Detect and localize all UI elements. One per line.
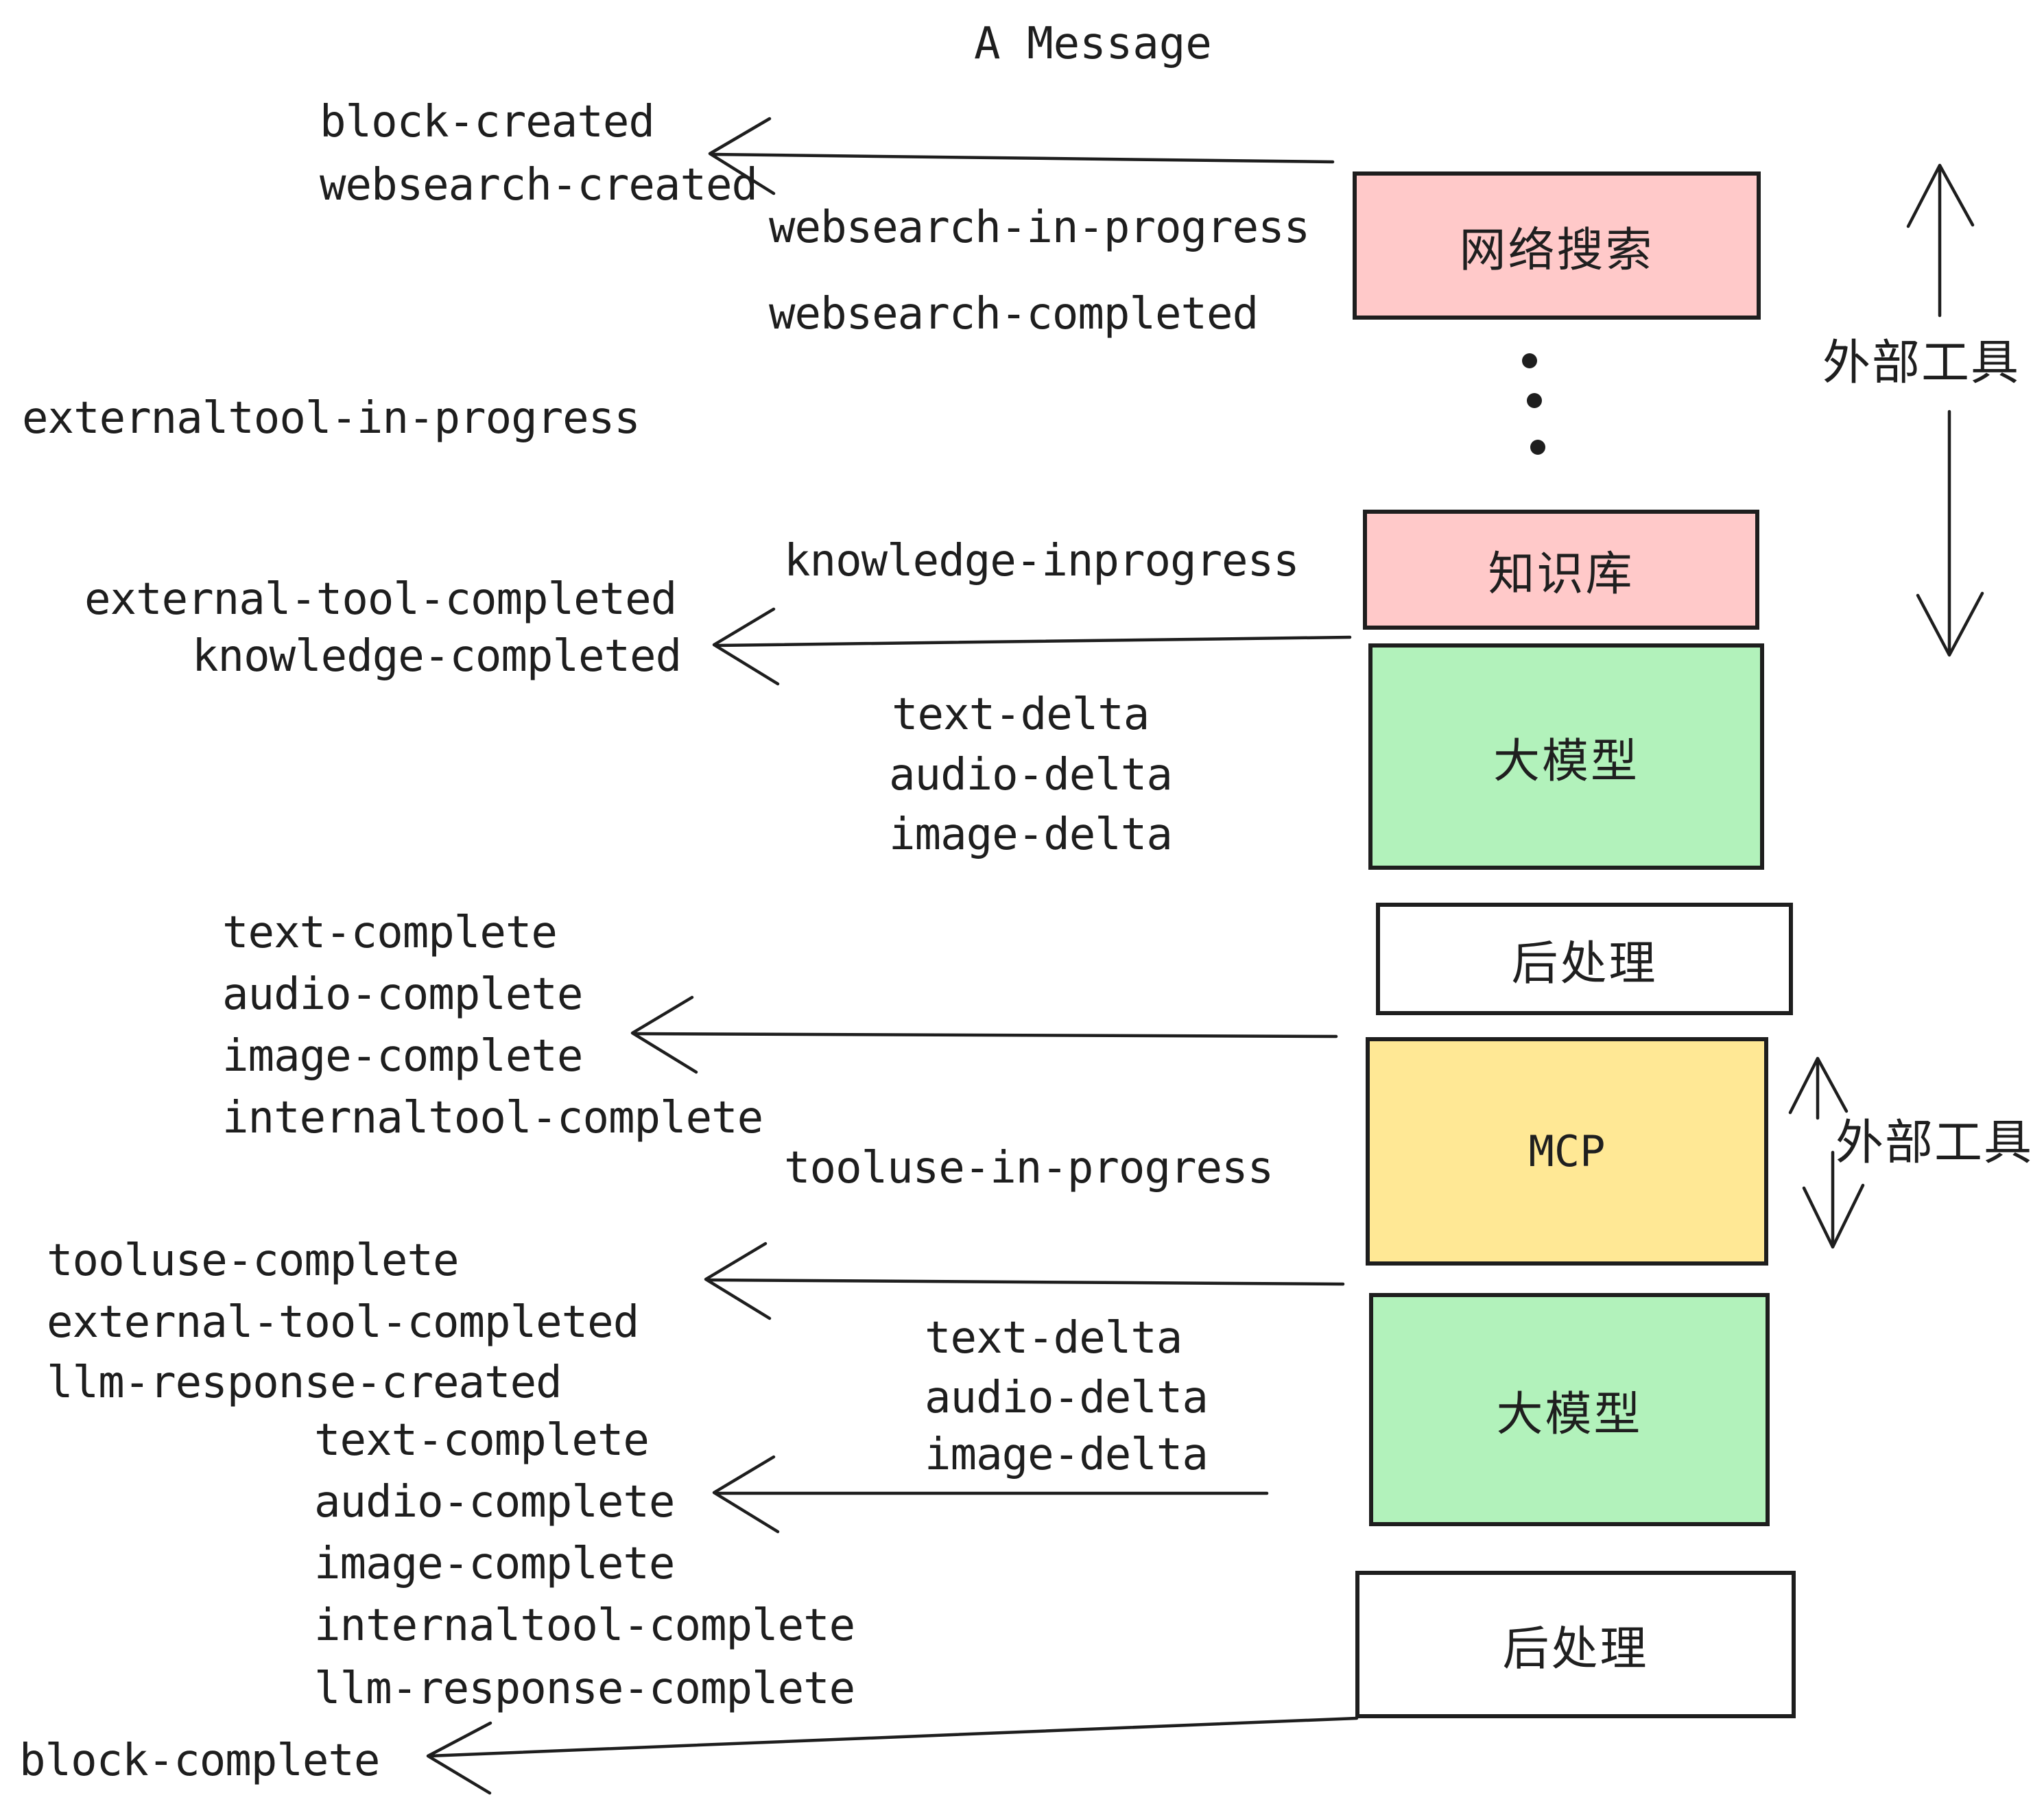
event-llm-response-complete: llm-response-complete [314,1663,855,1714]
external-tools-top-label: 外部工具 [1822,335,2020,390]
box-mcp-label: MCP [1528,1126,1606,1176]
box-postprocess-2-label: 后处理 [1502,1623,1649,1675]
box-postprocess-1: 后处理 [1376,903,1793,1015]
box-mcp: MCP [1366,1037,1768,1266]
box-llm-1-label: 大模型 [1493,735,1639,787]
box-postprocess-2: 后处理 [1355,1571,1796,1718]
event-websearch-completed: websearch-completed [769,289,1259,340]
event-external-tool-completed-2: external-tool-completed [47,1297,639,1348]
event-text-delta-1: text-delta [892,689,1150,740]
event-text-delta-2: text-delta [925,1313,1183,1364]
arrow-to-image-complete-1 [630,995,1338,1074]
ellipsis-dots [1522,353,1545,455]
box-llm-2-label: 大模型 [1496,1388,1643,1440]
event-audio-complete-2: audio-complete [314,1477,675,1528]
event-internaltool-complete-2: internaltool-complete [314,1600,855,1651]
box-postprocess-1-label: 后处理 [1511,937,1658,990]
event-image-complete-2: image-complete [314,1539,675,1589]
arrow-to-knowledge-completed [712,607,1352,686]
event-knowledge-completed: knowledge-completed [192,631,682,682]
external-tools-top-arrow [1906,163,1984,657]
event-audio-delta-2: audio-delta [925,1373,1209,1423]
event-audio-complete-1: audio-complete [222,969,583,1020]
event-tooluse-in-progress: tooluse-in-progress [784,1143,1274,1194]
event-websearch-in-progress: websearch-in-progress [769,202,1310,253]
event-image-delta-1: image-delta [889,809,1173,860]
event-audio-delta-1: audio-delta [889,750,1173,800]
box-knowledge: 知识库 [1363,510,1759,630]
event-external-tool-completed-1: external-tool-completed [84,574,677,625]
event-internaltool-complete-1: internaltool-complete [222,1093,763,1143]
event-tooluse-complete: tooluse-complete [47,1235,459,1286]
external-tools-mcp-arrow [1788,1056,1865,1249]
box-websearch: 网络搜索 [1353,171,1761,320]
event-knowledge-inprogress: knowledge-inprogress [784,536,1300,586]
event-text-complete-1: text-complete [222,907,558,958]
diagram-title: A Message [974,19,1212,69]
event-image-delta-2: image-delta [925,1429,1209,1480]
event-image-complete-1: image-complete [222,1031,583,1082]
event-externaltool-in-progress: externaltool-in-progress [22,393,641,444]
arrow-to-audio-complete-2 [712,1455,1269,1534]
box-llm-1: 大模型 [1368,643,1764,870]
event-llm-response-created: llm-response-created [47,1357,562,1408]
event-block-complete: block-complete [19,1735,380,1786]
arrow-to-tooluse-complete [704,1242,1345,1320]
box-websearch-label: 网络搜索 [1459,224,1654,276]
arrow-to-websearch-created [708,117,1335,195]
box-llm-2: 大模型 [1369,1293,1770,1526]
external-tools-mcp-label: 外部工具 [1835,1115,2033,1170]
event-websearch-created: websearch-created [320,160,758,211]
arrow-to-block-complete [426,1716,1359,1795]
event-block-created: block-created [320,97,655,147]
box-knowledge-label: 知识库 [1488,548,1635,600]
event-text-complete-2: text-complete [314,1415,650,1466]
